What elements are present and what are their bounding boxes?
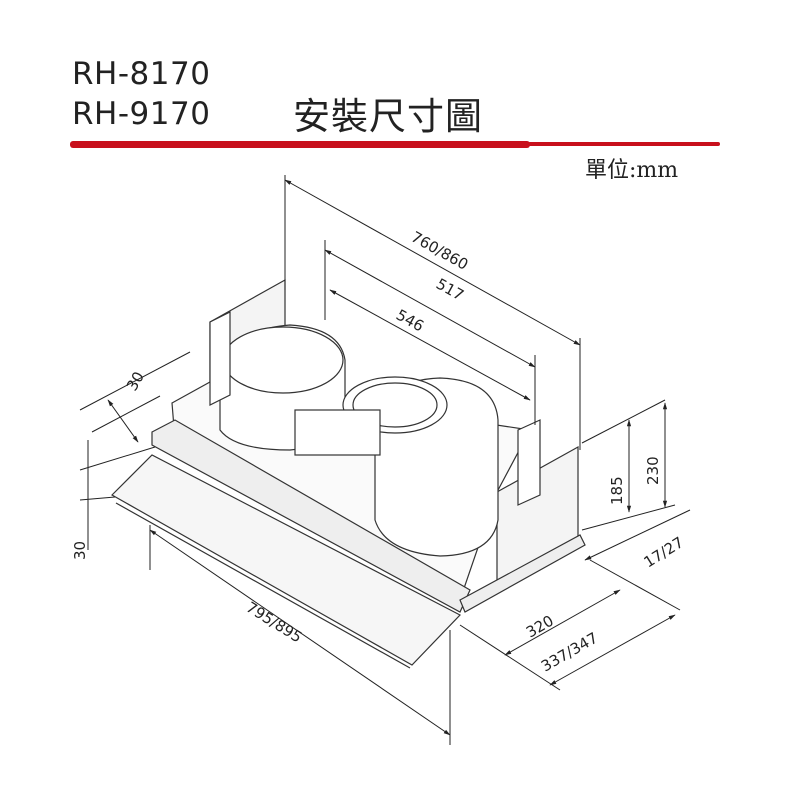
title-divider bbox=[70, 141, 530, 148]
model-number-2: RH-9170 bbox=[72, 96, 211, 132]
dim-depth-offset: 17/27 bbox=[641, 533, 687, 571]
page-title: 安裝尺寸圖 bbox=[293, 95, 483, 138]
dimension-lines bbox=[79, 175, 691, 745]
dim-height-1: 185 bbox=[608, 476, 626, 505]
motor-block bbox=[294, 409, 381, 456]
dim-depth-2: 337/347 bbox=[538, 629, 601, 676]
title-divider-thin bbox=[528, 142, 720, 146]
dim-top-offset: 30 bbox=[123, 368, 148, 394]
dim-height-2: 230 bbox=[644, 456, 662, 485]
unit-label: 單位:mm bbox=[585, 158, 679, 183]
dim-depth-1: 320 bbox=[523, 612, 557, 642]
dim-front-offset: 30 bbox=[71, 541, 89, 560]
hood-drawing bbox=[111, 278, 586, 669]
model-number-1: RH-8170 bbox=[72, 56, 211, 92]
dim-visor-width: 795/895 bbox=[243, 598, 305, 646]
dim-inner-width-2: 546 bbox=[393, 306, 427, 336]
